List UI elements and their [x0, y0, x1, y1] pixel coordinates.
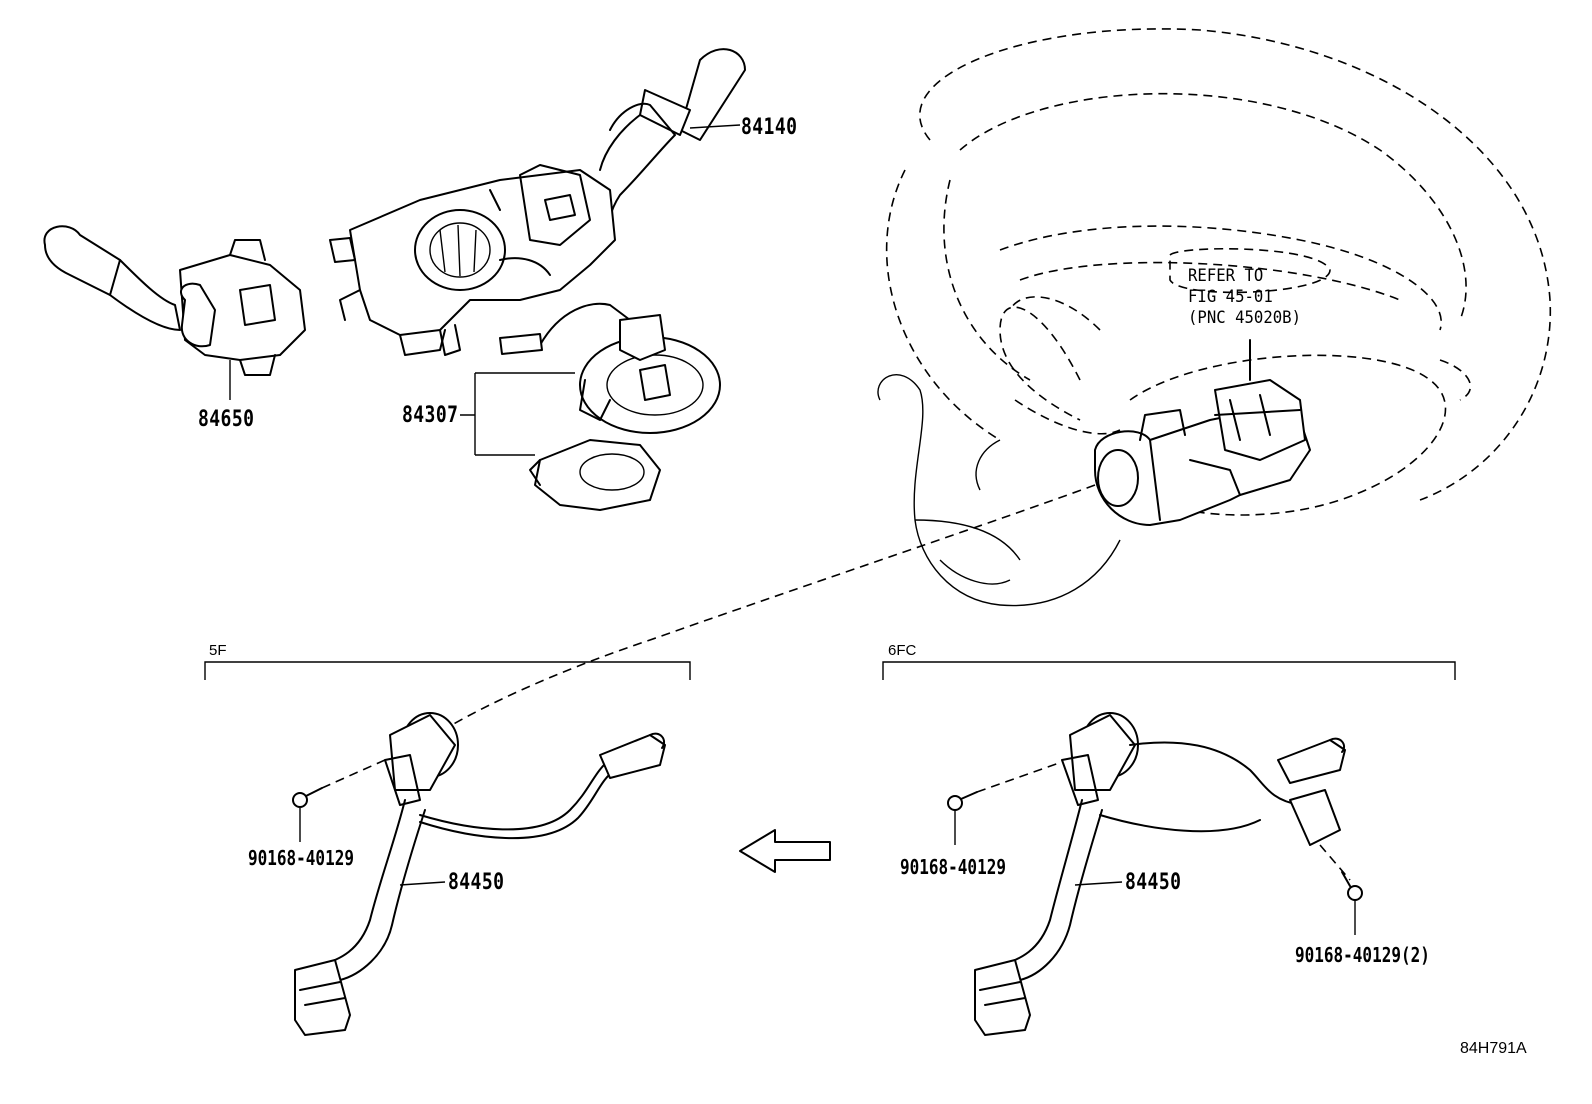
screw-right-extra: [1341, 871, 1363, 935]
ignition-switch-assembly: [1094, 339, 1311, 526]
leader-84140: [689, 124, 741, 129]
part-number-screw-left: 90168-40129: [248, 846, 354, 870]
part-number-84140: 84140: [741, 115, 798, 140]
part-number-screw-right-extra: 90168-40129(2): [1295, 943, 1430, 967]
group-label-6fc: 6FC: [888, 642, 917, 659]
leader-84307: [460, 372, 575, 456]
part-number-84450-right: 84450: [1125, 870, 1182, 895]
part-number-84450-left: 84450: [448, 870, 505, 895]
part-number-84650: 84650: [198, 407, 255, 432]
diagram-code: 84H791A: [1460, 1040, 1527, 1057]
leader-column-to-harness: [419, 484, 1096, 746]
part-number-84307: 84307: [402, 403, 459, 428]
combination-switch-84140: [329, 48, 746, 356]
turn-switch-84650: [43, 225, 306, 376]
screw-right: [947, 761, 1063, 845]
screw-left: [292, 759, 386, 842]
leader-84450-right: [1074, 881, 1123, 886]
group-bracket-5f: [204, 661, 691, 680]
group-label-5f: 5F: [209, 642, 227, 659]
wire-harness-right: [974, 712, 1351, 1036]
steering-column-shroud: [877, 374, 1121, 607]
group-bracket-6fc: [882, 661, 1456, 680]
spiral-cable-84307: [499, 302, 721, 511]
steering-wheel-outline: [885, 28, 1552, 516]
reference-note-line-2: FIG 45-01: [1188, 287, 1273, 307]
leader-84450-left: [399, 881, 446, 886]
reference-note-line-1: REFER TO: [1188, 266, 1264, 286]
direction-arrow: [739, 829, 831, 873]
wire-harness-left: [294, 712, 666, 1036]
reference-note-line-3: (PNC 45020B): [1188, 308, 1302, 328]
part-number-screw-right: 90168-40129: [900, 855, 1006, 879]
reference-note: REFER TO FIG 45-01 (PNC 45020B): [1188, 266, 1301, 329]
